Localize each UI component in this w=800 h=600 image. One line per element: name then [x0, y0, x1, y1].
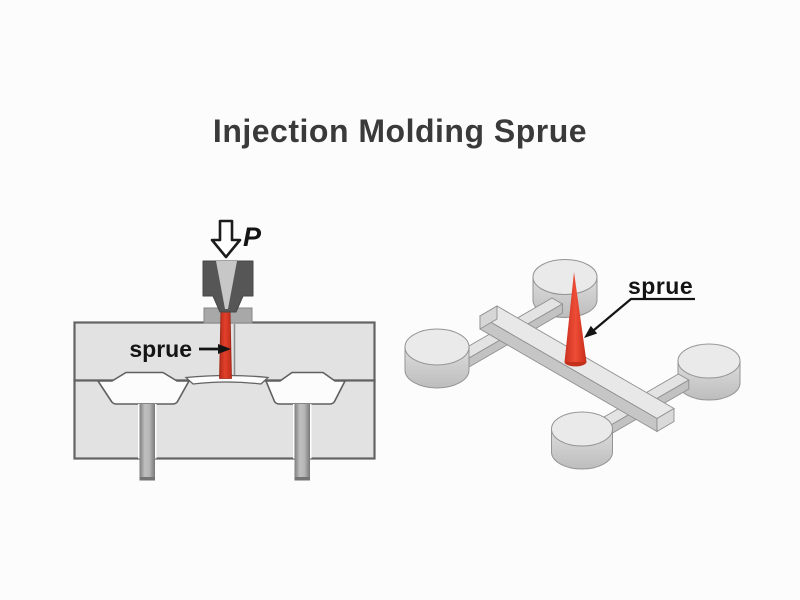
part-disc-bottom	[551, 411, 613, 470]
part-disc-left	[404, 328, 470, 389]
runner-channel	[184, 374, 270, 385]
molded-shot-isometric: sprue	[404, 259, 741, 470]
part-disc-right	[677, 343, 741, 401]
pin-body-right	[294, 404, 310, 480]
ejector-pin-left	[138, 404, 157, 481]
pin-tip-left	[139, 477, 155, 481]
sprue-leader-right	[593, 297, 695, 331]
mold-cross-section: P sprue	[73, 219, 376, 481]
ejector-pin-right	[293, 404, 312, 481]
sprue-arrowhead-right	[584, 325, 598, 338]
cavity-left	[97, 371, 190, 405]
page-title: Injection Molding Sprue	[212, 113, 588, 149]
pressure-arrow-icon	[210, 219, 242, 259]
pressure-label: P	[243, 222, 262, 252]
pin-tip-right	[294, 477, 310, 481]
sprue-cone	[564, 272, 587, 367]
cavity-right	[265, 371, 346, 405]
nozzle-bore	[216, 261, 237, 309]
sprue-arrowhead-left	[218, 344, 231, 354]
sprue-label-right: sprue	[628, 273, 693, 299]
sprue-label-left: sprue	[129, 336, 192, 362]
pin-body-left	[139, 404, 155, 480]
sprue-channel	[219, 308, 232, 379]
